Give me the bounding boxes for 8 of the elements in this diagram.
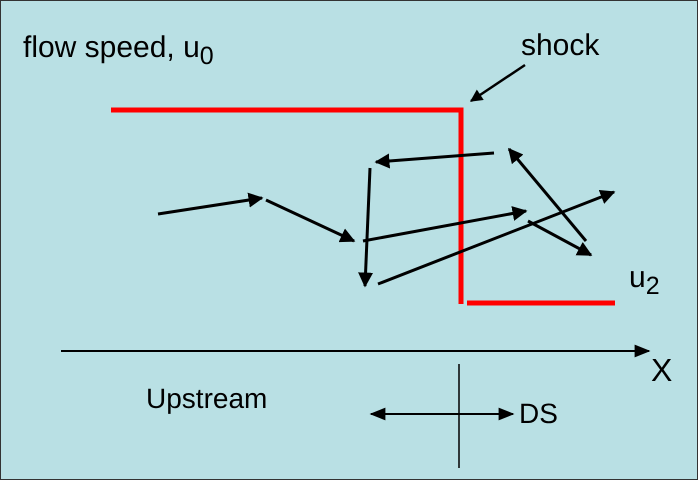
region-label: DS bbox=[519, 400, 558, 428]
region-label: Upstream bbox=[146, 385, 268, 413]
axis-label: X bbox=[651, 354, 672, 386]
shock-profile-line bbox=[108, 108, 618, 306]
callout-text: shock bbox=[521, 31, 600, 61]
axis-title: flow speed, u$_{0}$ bbox=[23, 33, 214, 69]
leader-arrow bbox=[470, 64, 526, 102]
variable-label: u$_{2}$ bbox=[629, 263, 660, 299]
